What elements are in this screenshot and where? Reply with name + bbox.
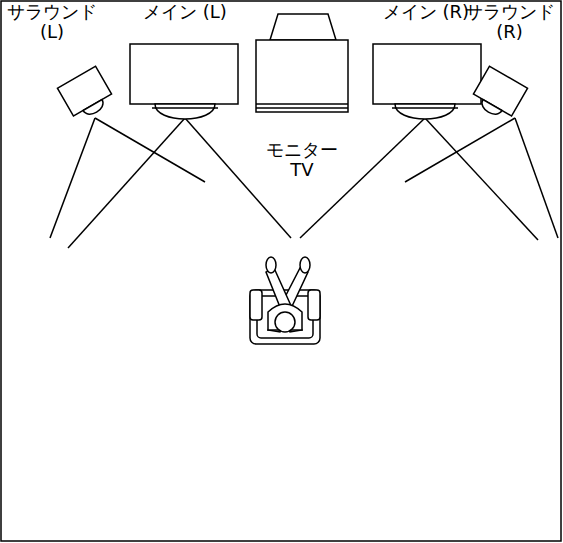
label-block: メイン (L)	[130, 2, 240, 22]
speaker: メイン (L)	[128, 0, 242, 122]
speaker-label: メイン (L)	[143, 1, 227, 22]
speaker: サラウンド (R)	[456, 2, 560, 120]
label-block: サラウンド (R)	[462, 2, 557, 42]
tv-monitor: モニター TV	[254, 12, 350, 194]
sound-beams	[50, 118, 558, 248]
speaker-label: サラウンド (L)	[7, 1, 97, 42]
label-block: サラウンド (L)	[6, 2, 98, 42]
speaker: サラウンド (L)	[4, 2, 116, 120]
speaker-label: サラウンド (R)	[465, 1, 555, 42]
label-block: モニター TV	[254, 140, 350, 180]
speaker-label: メイン (R)	[383, 1, 469, 22]
monitor-label: モニター TV	[266, 139, 338, 180]
listener-figure	[250, 257, 320, 344]
